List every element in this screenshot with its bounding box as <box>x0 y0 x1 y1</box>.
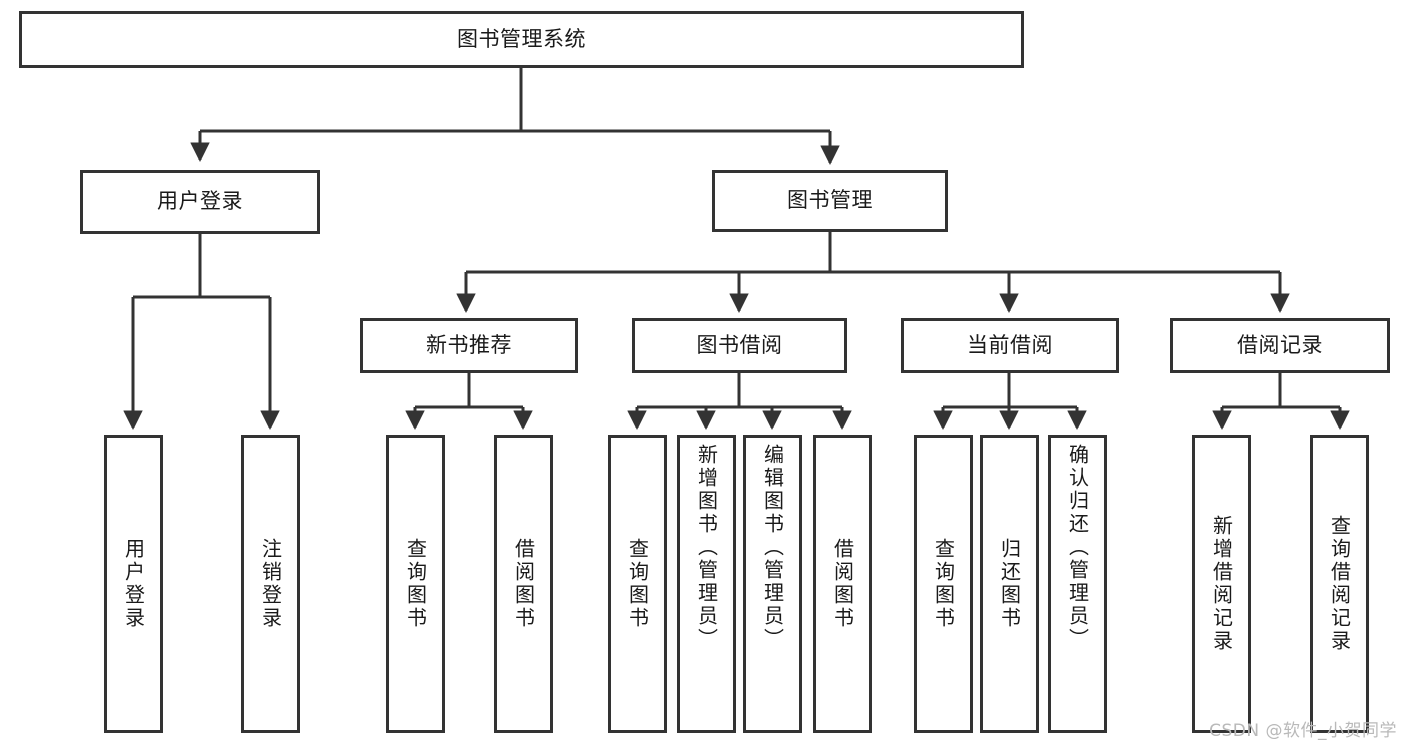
node-leaf-user-login[interactable]: 用户登录 <box>104 435 163 733</box>
node-leaf-query-book-new-label: 查询图书 <box>403 538 428 630</box>
node-book-management[interactable]: 图书管理 <box>712 170 948 232</box>
node-leaf-borrow-book-new[interactable]: 借阅图书 <box>494 435 553 733</box>
node-leaf-confirm-return-admin-label: 确认归还（管理员） <box>1065 444 1090 651</box>
node-leaf-add-borrow-record-label: 新增借阅记录 <box>1209 515 1234 653</box>
node-book-borrow[interactable]: 图书借阅 <box>632 318 847 373</box>
node-leaf-edit-book-admin-label: 编辑图书（管理员） <box>760 444 785 651</box>
node-leaf-query-book-new[interactable]: 查询图书 <box>386 435 445 733</box>
node-leaf-user-login-label: 用户登录 <box>121 538 146 630</box>
node-leaf-confirm-return-admin[interactable]: 确认归还（管理员） <box>1048 435 1107 733</box>
node-user-login[interactable]: 用户登录 <box>80 170 320 234</box>
node-new-book-recommend-label: 新书推荐 <box>426 332 512 357</box>
node-leaf-query-book-borrow[interactable]: 查询图书 <box>608 435 667 733</box>
node-leaf-query-book-current[interactable]: 查询图书 <box>914 435 973 733</box>
node-leaf-borrow-book[interactable]: 借阅图书 <box>813 435 872 733</box>
node-root-system[interactable]: 图书管理系统 <box>19 11 1024 68</box>
node-leaf-borrow-book-new-label: 借阅图书 <box>511 538 536 630</box>
node-leaf-logout[interactable]: 注销登录 <box>241 435 300 733</box>
node-borrow-record-label: 借阅记录 <box>1237 332 1323 357</box>
node-book-borrow-label: 图书借阅 <box>696 332 783 357</box>
node-current-borrow[interactable]: 当前借阅 <box>901 318 1119 373</box>
node-book-management-label: 图书管理 <box>787 188 873 213</box>
node-leaf-add-book-admin[interactable]: 新增图书（管理员） <box>677 435 736 733</box>
node-new-book-recommend[interactable]: 新书推荐 <box>360 318 578 373</box>
node-root-system-label: 图书管理系统 <box>457 26 586 51</box>
watermark-text: CSDN @软件_小贺同学 <box>1209 721 1397 741</box>
node-leaf-logout-label: 注销登录 <box>258 538 283 630</box>
node-leaf-borrow-book-label: 借阅图书 <box>830 538 855 630</box>
node-leaf-add-book-admin-label: 新增图书（管理员） <box>694 444 719 651</box>
node-borrow-record[interactable]: 借阅记录 <box>1170 318 1390 373</box>
node-leaf-query-book-current-label: 查询图书 <box>931 538 956 630</box>
node-current-borrow-label: 当前借阅 <box>967 332 1053 357</box>
node-leaf-return-book-label: 归还图书 <box>997 538 1022 630</box>
node-leaf-query-book-borrow-label: 查询图书 <box>625 538 650 630</box>
node-leaf-query-borrow-record[interactable]: 查询借阅记录 <box>1310 435 1369 733</box>
node-leaf-query-borrow-record-label: 查询借阅记录 <box>1327 515 1352 653</box>
node-leaf-edit-book-admin[interactable]: 编辑图书（管理员） <box>743 435 802 733</box>
node-leaf-return-book[interactable]: 归还图书 <box>980 435 1039 733</box>
node-user-login-label: 用户登录 <box>157 189 243 214</box>
node-leaf-add-borrow-record[interactable]: 新增借阅记录 <box>1192 435 1251 733</box>
